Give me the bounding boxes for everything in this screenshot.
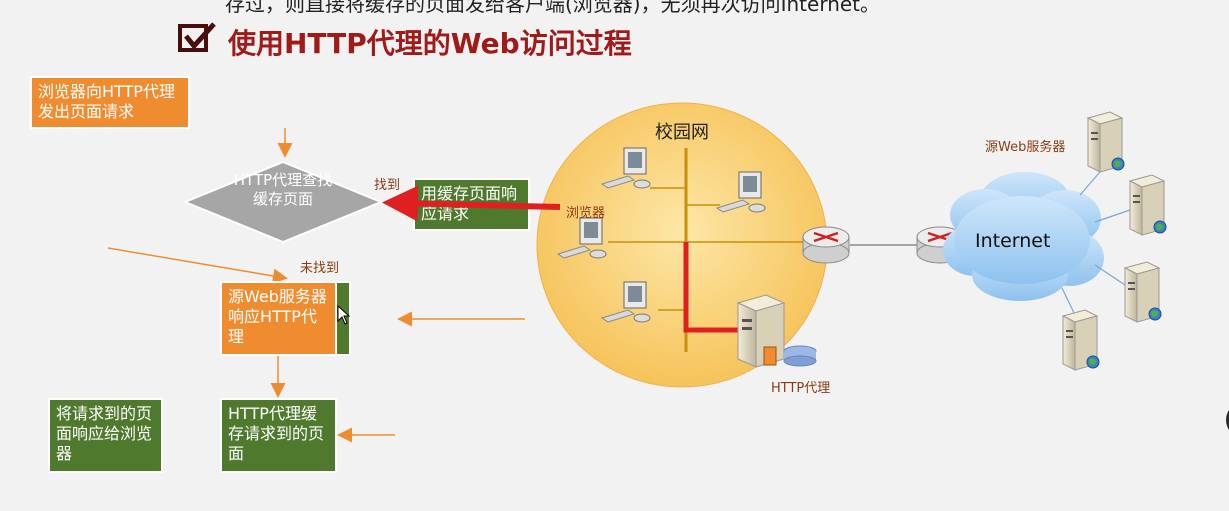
computer-icon — [715, 171, 766, 213]
internet-label: Internet — [975, 230, 1051, 252]
arrow-not-found-line — [107, 247, 288, 284]
page-title: 使用HTTP代理的Web访问过程 — [228, 27, 632, 60]
proxy-highlight-path — [683, 242, 745, 333]
web-server-icon — [1128, 174, 1167, 236]
web-server-icon — [1061, 309, 1100, 371]
campus-network-label: 校园网 — [655, 122, 709, 143]
top-text: 存过，则直接将缓存的页面发给客户端(浏览器)，无须再次访问Internet。 — [225, 0, 881, 16]
web-server-icon — [1123, 261, 1162, 323]
checkbox-icon — [178, 22, 216, 52]
web-server-icon — [1086, 111, 1125, 173]
computer-icon — [556, 217, 607, 259]
cache-response-arrow — [382, 185, 561, 222]
proxy-server-icon — [736, 294, 817, 368]
browser-request-box: 浏览器向HTTP代理发出页面请求 — [30, 76, 190, 129]
computer-icon — [600, 281, 651, 323]
forward-to-browser-box: 将请求到的页面响应给浏览器 — [48, 398, 163, 473]
internet-cloud — [943, 172, 1104, 301]
origin-server-label: 源Web服务器 — [985, 140, 1066, 155]
computer-icon — [600, 147, 651, 189]
decision-diamond — [183, 160, 383, 244]
proxy-label: HTTP代理 — [771, 381, 831, 396]
edge-button[interactable] — [1226, 402, 1229, 438]
not-found-label: 未找到 — [300, 261, 340, 276]
browser-label: 浏览器 — [566, 206, 606, 221]
campus-router-icon — [802, 226, 850, 264]
mouse-cursor-icon — [337, 305, 351, 325]
origin-response-box: 源Web服务器响应HTTP代理 — [220, 281, 337, 356]
decision-diamond-label: HTTP代理查找缓存页面 — [233, 171, 333, 208]
proxy-cache-box: HTTP代理缓存请求到的页面 — [220, 398, 337, 473]
